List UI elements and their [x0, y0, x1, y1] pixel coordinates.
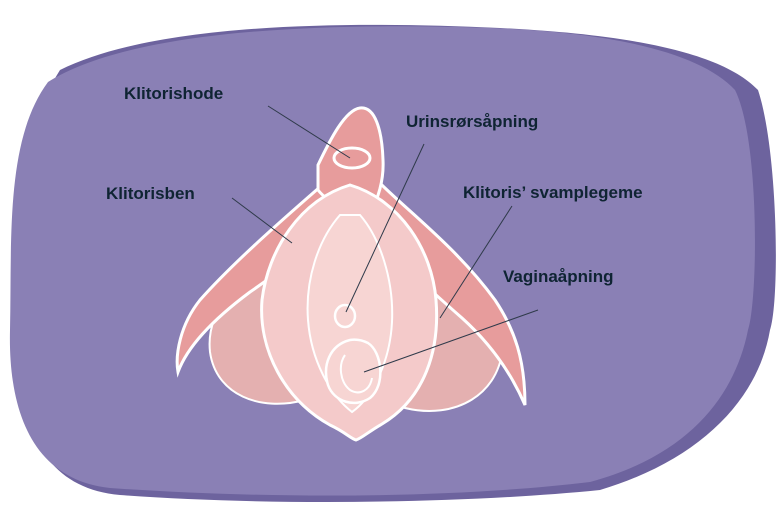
label-urethral-opening: Urinsrørsåpning	[406, 112, 538, 132]
urethral-opening-shape	[335, 305, 355, 327]
label-vaginal-opening: Vaginaåpning	[503, 267, 614, 287]
label-vestibular-bulbs: Klitoris’ svamplegeme	[463, 183, 643, 203]
label-clitoral-crura: Klitorisben	[106, 184, 195, 204]
label-clitoral-head: Klitorishode	[124, 84, 223, 104]
vaginal-opening-shape	[326, 340, 380, 403]
